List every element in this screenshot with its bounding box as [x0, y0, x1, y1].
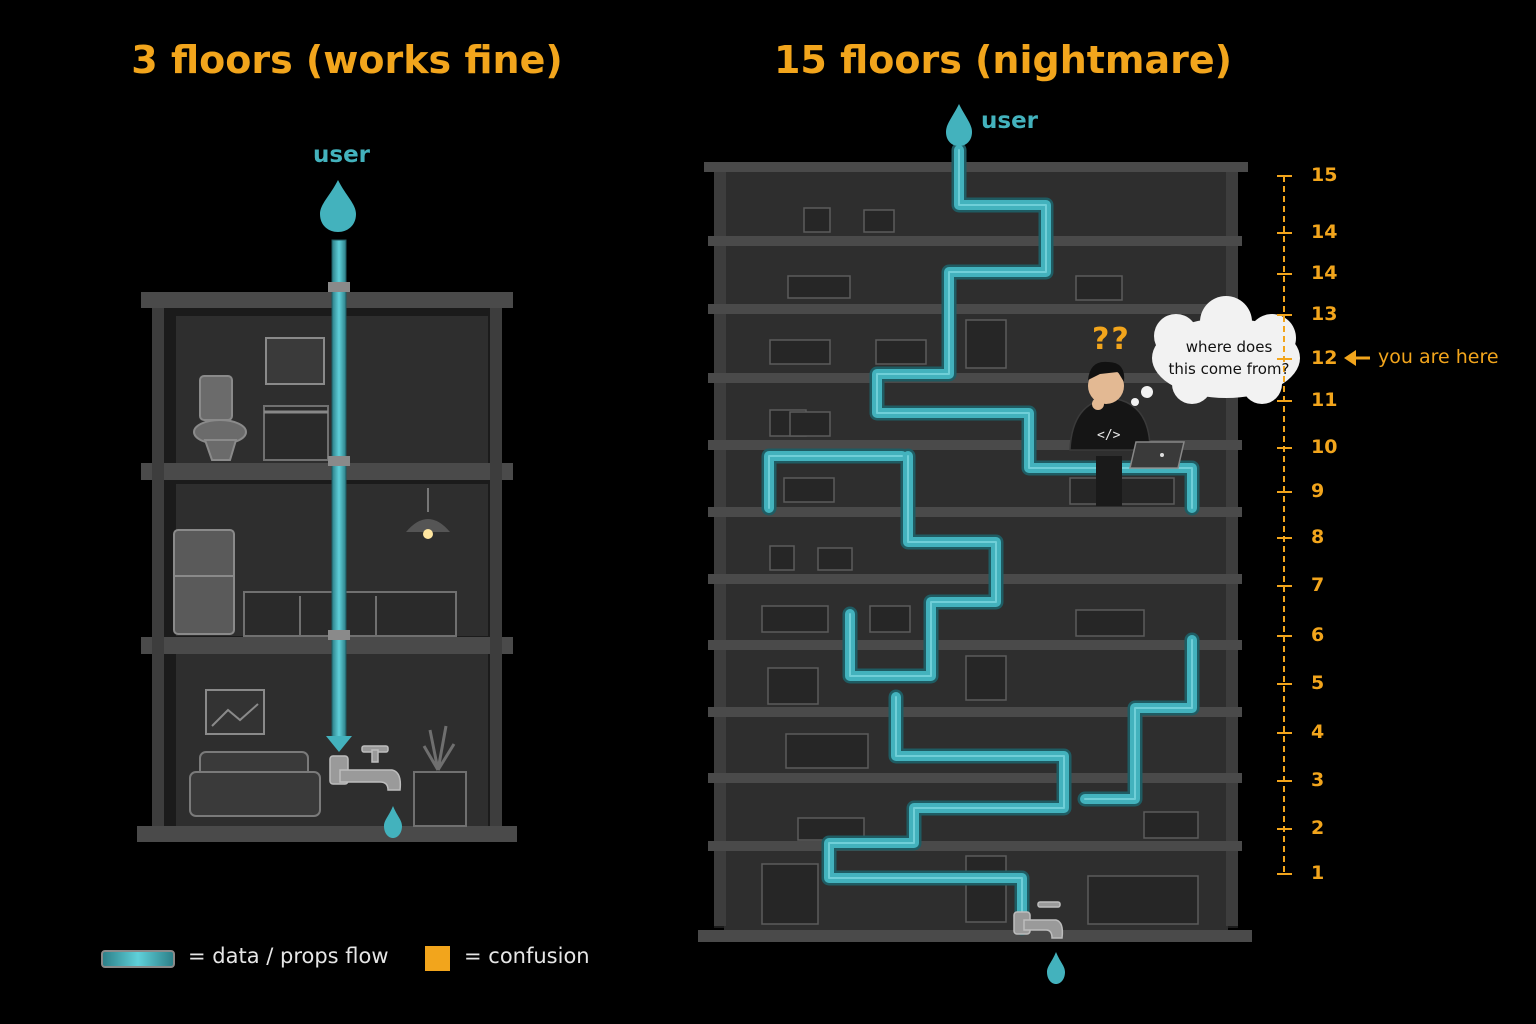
water-drop-icon [1047, 952, 1065, 984]
floor-label: 8 [1311, 526, 1325, 548]
floor-label: 6 [1311, 624, 1325, 646]
floor-label: 12 [1311, 347, 1338, 369]
furniture [769, 545, 795, 571]
water-drop-icon [320, 180, 356, 232]
title-tall-building: 15 floors (nightmare) [773, 38, 1233, 82]
furniture [1143, 811, 1199, 839]
furniture [1087, 875, 1199, 925]
floor-scale-ticks [1277, 175, 1292, 875]
sofa-icon [189, 751, 321, 817]
data-pipe-straight [326, 239, 352, 752]
furniture [785, 733, 869, 769]
ground-slab [137, 826, 517, 842]
furniture [817, 547, 853, 571]
furniture [1075, 609, 1145, 637]
floor-label: 9 [1311, 480, 1325, 502]
small-building [137, 239, 517, 842]
furniture [965, 855, 1007, 923]
title-small-building: 3 floors (works fine) [131, 38, 563, 82]
furniture [1075, 275, 1123, 301]
kitchen-counter-icon [243, 591, 457, 637]
tall-building-furniture [761, 207, 1199, 925]
vanity-icon [263, 337, 329, 461]
hoodie-code-symbol: </> [1097, 428, 1121, 443]
floor-slab [708, 841, 1242, 851]
thought-bubble-line-2: this come from? [1168, 360, 1290, 378]
furniture [869, 605, 911, 633]
pipe-joint [328, 456, 350, 466]
ceiling-lamp-icon [406, 488, 450, 539]
fridge-icon [173, 529, 235, 635]
floor-slab [708, 373, 1242, 383]
furniture [965, 319, 1007, 369]
furniture [875, 339, 927, 365]
floor-slab [708, 440, 1242, 450]
faucet-icon [1013, 901, 1064, 939]
tangled-data-pipe [761, 142, 1200, 936]
floor-label: 13 [1311, 303, 1338, 325]
furniture [803, 207, 831, 233]
faucet-icon [329, 745, 402, 791]
furniture [965, 655, 1007, 701]
legend-pipe-label: = data / props flow [188, 944, 389, 968]
furniture [863, 209, 895, 233]
picture-frame-icon [205, 689, 265, 735]
water-drop-icon [946, 104, 972, 146]
thought-bubble-line-1: where does [1185, 338, 1273, 356]
furniture [769, 339, 831, 365]
furniture [767, 667, 819, 705]
laptop-icon [1129, 441, 1185, 469]
floor-label: 5 [1311, 672, 1325, 694]
furniture [761, 863, 819, 925]
you-are-here-label: you are here [1378, 346, 1499, 368]
floor-slab [708, 236, 1242, 246]
floor-label: 15 [1311, 164, 1338, 186]
thought-bubble-icon [1131, 296, 1300, 406]
floor-label: 3 [1311, 769, 1325, 791]
floor-label: 2 [1311, 817, 1325, 839]
roof-slab [141, 292, 513, 308]
furniture [761, 605, 829, 633]
ground-slab [698, 930, 1252, 942]
confused-developer [1069, 361, 1151, 506]
roof-slab [704, 162, 1248, 172]
floor-label: 1 [1311, 862, 1325, 884]
legend-pipe-swatch [101, 950, 175, 968]
floor-slab [141, 463, 513, 480]
floor-label: 14 [1311, 221, 1338, 243]
floor-slab [708, 773, 1242, 783]
floor-label: 4 [1311, 721, 1325, 743]
floor-label: 10 [1311, 436, 1338, 458]
legend [101, 946, 450, 971]
floor-slab [141, 637, 513, 654]
question-marks: ?? [1092, 322, 1131, 357]
furniture [783, 477, 835, 503]
pipe-joint [328, 630, 350, 640]
flow-arrow-icon [326, 736, 352, 752]
floor-label: 11 [1311, 389, 1338, 411]
legend-confusion-label: = confusion [464, 944, 590, 968]
floor-scale [1277, 175, 1292, 875]
floor-label: 14 [1311, 262, 1338, 284]
thought-bubble-text: where does this come from? [1160, 336, 1298, 380]
floor-slab [708, 574, 1242, 584]
furniture [787, 275, 851, 299]
plant-icon [413, 725, 467, 827]
toilet-icon [193, 375, 247, 461]
pipe-joint [328, 282, 350, 292]
furniture [789, 411, 831, 437]
floor-slab [708, 507, 1242, 517]
floor-slab [708, 707, 1242, 717]
floor-slab [708, 640, 1242, 650]
source-label-right: user [981, 108, 1039, 134]
arrow-left-icon [1344, 350, 1370, 366]
floor-slab [708, 304, 1242, 314]
source-label-left: user [313, 142, 371, 168]
legend-confusion-swatch [425, 946, 450, 971]
water-drop-icon [384, 806, 402, 838]
floor-label: 7 [1311, 574, 1325, 596]
